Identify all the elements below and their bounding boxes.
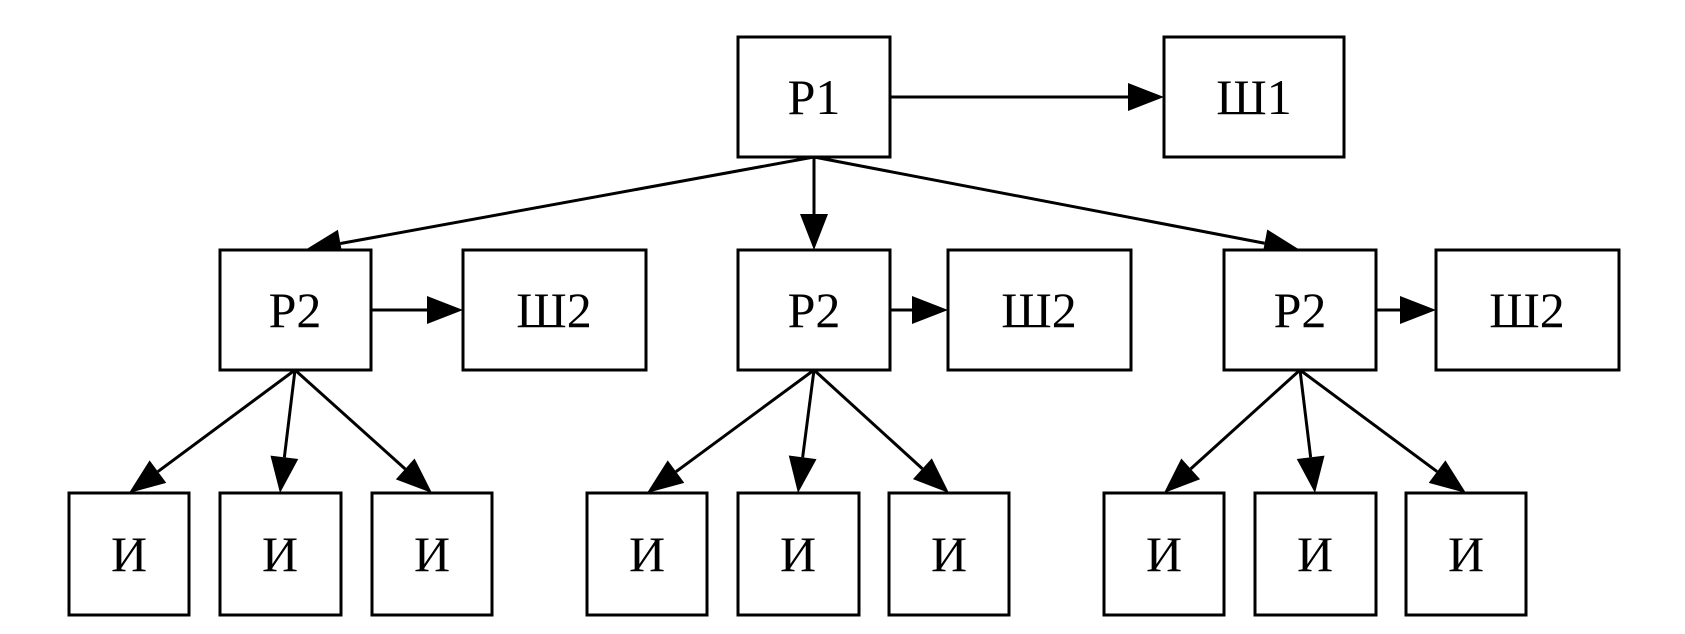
node-sh2a-box <box>461 248 648 372</box>
node-i9-box <box>1404 491 1528 617</box>
node-i5: И <box>736 491 861 617</box>
node-i5-box <box>736 491 861 617</box>
node-i5-label: И <box>780 526 816 582</box>
arrowhead-p2b-i5 <box>788 455 817 493</box>
edge-p1-p2c <box>813 155 1265 245</box>
node-i3: И <box>370 491 494 617</box>
arrowhead-p1-sh1 <box>1128 83 1164 111</box>
node-i8: И <box>1253 491 1378 617</box>
node-sh2c: Ш2 <box>1434 248 1621 372</box>
node-i9-label: И <box>1448 526 1484 582</box>
node-i4: И <box>585 491 709 617</box>
node-p1-label: Р1 <box>788 69 841 125</box>
node-sh2c-label: Ш2 <box>1489 282 1564 338</box>
node-i6-box <box>887 491 1011 617</box>
edge-p1-p2a <box>340 155 815 246</box>
node-i3-label: И <box>414 526 450 582</box>
node-p2a-box <box>218 248 373 372</box>
node-sh2a: Ш2 <box>461 248 648 372</box>
node-sh2a-label: Ш2 <box>516 282 591 338</box>
arrowhead-p2a-i2 <box>270 455 299 493</box>
node-sh1: Ш1 <box>1162 35 1346 159</box>
node-p2a-label: Р2 <box>269 282 322 338</box>
node-i1-box <box>67 491 191 617</box>
node-i8-label: И <box>1297 526 1333 582</box>
edge-p2a-i2 <box>282 369 297 458</box>
node-i1-label: И <box>111 526 147 582</box>
arrowhead-p2b-i4 <box>647 460 685 493</box>
edge-p2c-i8 <box>1298 369 1313 458</box>
node-sh1-label: Ш1 <box>1216 69 1291 125</box>
node-i2-label: И <box>262 526 298 582</box>
edge-p2b-i5 <box>801 369 816 458</box>
node-sh2b: Ш2 <box>946 248 1133 372</box>
node-p2c: Р2 <box>1222 248 1378 372</box>
edge-p2a-i1 <box>157 368 296 473</box>
node-p2c-box <box>1222 248 1378 372</box>
arrowhead-p2a-i1 <box>129 460 167 493</box>
arrowhead-p2a-i3 <box>395 458 432 493</box>
node-i6: И <box>887 491 1011 617</box>
node-p2a: Р2 <box>218 248 373 372</box>
diagram-edges <box>129 83 1466 493</box>
node-i4-label: И <box>629 526 665 582</box>
edge-p2a-i3 <box>293 368 407 471</box>
arrowhead-p2b-i6 <box>912 458 949 493</box>
node-p1-box <box>736 35 892 159</box>
node-p2b-box <box>736 248 892 372</box>
node-p1: Р1 <box>736 35 892 159</box>
node-p2b-label: Р2 <box>788 282 841 338</box>
node-i4-box <box>585 491 709 617</box>
node-i7-label: И <box>1146 526 1182 582</box>
node-i2-box <box>218 491 343 617</box>
node-sh1-box <box>1162 35 1346 159</box>
edge-p2c-i7 <box>1189 368 1302 470</box>
node-i9: И <box>1404 491 1528 617</box>
node-i8-box <box>1253 491 1378 617</box>
edge-p2b-i6 <box>812 368 924 470</box>
node-sh2b-box <box>946 248 1133 372</box>
arrowhead-p2c-i8 <box>1296 455 1325 493</box>
arrowhead-p2c-i9 <box>1428 460 1466 493</box>
node-sh2b-label: Ш2 <box>1001 282 1076 338</box>
node-i2: И <box>218 491 343 617</box>
node-i1: И <box>67 491 191 617</box>
arrowhead-p1-p2b <box>800 214 828 250</box>
arrowhead-p2c-i7 <box>1164 458 1201 493</box>
arrowhead-p2c-sh2c <box>1400 296 1436 324</box>
arrowhead-p2a-sh2a <box>427 296 463 324</box>
node-p2c-label: Р2 <box>1274 282 1327 338</box>
node-p2b: Р2 <box>736 248 892 372</box>
node-i7-box <box>1102 491 1226 617</box>
node-i6-label: И <box>931 526 967 582</box>
edge-p2c-i9 <box>1299 368 1438 473</box>
node-i7: И <box>1102 491 1226 617</box>
node-i3-box <box>370 491 494 617</box>
edge-p2b-i4 <box>675 368 815 473</box>
arrowhead-p2b-sh2b <box>912 296 948 324</box>
node-sh2c-box <box>1434 248 1621 372</box>
